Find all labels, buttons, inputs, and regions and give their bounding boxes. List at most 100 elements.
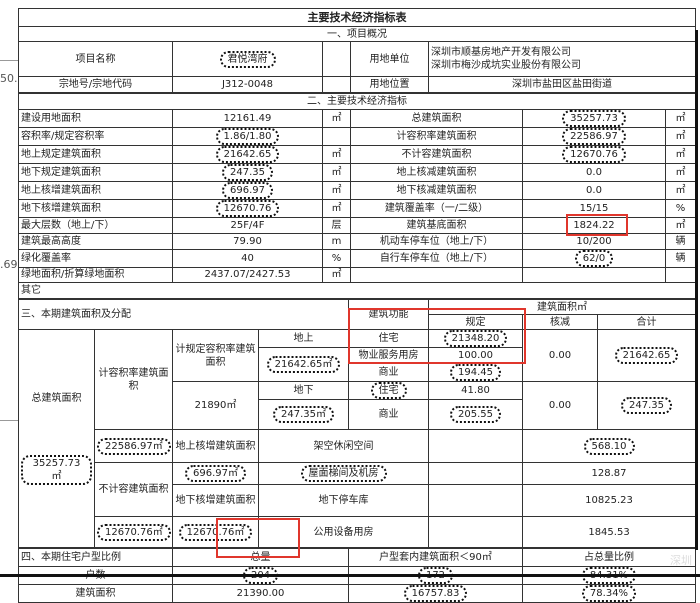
highlight-box xyxy=(348,308,526,364)
indicator-value: 12161.49 xyxy=(223,113,272,124)
total-area-label: 总建筑面积 xyxy=(31,393,82,405)
area-value: 21348.20 xyxy=(443,330,508,348)
developer: 深圳市顺基房地产开发有限公司 xyxy=(431,47,571,58)
nonfar-label: 不计容建筑面积 xyxy=(94,462,173,518)
unit: ㎡ xyxy=(675,113,686,124)
indicator-label: 绿化覆盖率 xyxy=(21,252,71,264)
unit: ㎡ xyxy=(331,269,342,281)
watermark: 深圳 xyxy=(670,554,692,567)
unit: ㎡ xyxy=(675,167,686,178)
row-label: 建筑面积 xyxy=(18,584,173,603)
location: 深圳市盐田区盐田街道 xyxy=(427,76,697,93)
plan-far-label: 计规定容积率建筑面积 xyxy=(172,329,259,383)
indicator-label: 地下核减建筑面积 xyxy=(396,185,477,196)
indicator-value: 21642.65 xyxy=(215,146,280,163)
indicator-value: 12670.76 xyxy=(562,146,626,163)
indicator-value: 12670.76 xyxy=(215,200,280,217)
below-label: 地下 xyxy=(258,381,349,401)
indicator-label: 地下规定建筑面积 xyxy=(21,167,101,178)
indicator-row: 绿地面积/折算绿地面积 2437.07/2427.53 ㎡ xyxy=(18,266,696,284)
unit: ㎡ xyxy=(675,131,686,142)
below-increase-value: 12670.76㎡ xyxy=(178,523,253,541)
column-header: 核减 xyxy=(522,314,598,331)
far-value: 22586.97㎡ xyxy=(97,437,171,455)
column-header: 合计 xyxy=(596,314,697,331)
label: 宗地号/宗地代码 xyxy=(18,76,173,93)
small-unit-area: 16757.83 xyxy=(403,585,468,603)
indicator-table: 主要技术经济指标表 一、项目概况 项目名称 君悦湾府 用地单位 深圳市顺基房地产… xyxy=(17,8,697,603)
item-value: 568.10 xyxy=(583,437,635,455)
indicator-label: 最大层数（地上/下） xyxy=(21,219,115,231)
indicator-label: 建筑基底面积 xyxy=(406,219,467,231)
indicator-label: 绿地面积/折算绿地面积 xyxy=(21,269,125,281)
area-total: 21390.00 xyxy=(172,584,349,603)
above-increase-label: 地上核增建筑面积 xyxy=(172,429,259,464)
other-label: 其它 xyxy=(18,282,696,300)
indicator-label: 地上规定建筑面积 xyxy=(21,149,101,160)
column-header: 户型套内建筑面积＜90㎡ xyxy=(348,548,523,568)
label: 用地位置 xyxy=(350,76,429,93)
project-name: 君悦湾府 xyxy=(219,50,276,68)
nonfar-value: 12670.76㎡ xyxy=(97,523,171,541)
indicator-value: 1.86/1.80 xyxy=(215,128,280,145)
area-value: 41.80 xyxy=(428,381,523,401)
indicator-value: 22586.97 xyxy=(562,128,626,145)
indicator-label: 计容积率建筑面积 xyxy=(396,131,477,142)
indicator-label: 总建筑面积 xyxy=(411,113,462,124)
indicator-value: 10/200 xyxy=(576,235,612,247)
function: 商业 xyxy=(348,363,429,383)
unit: 层 xyxy=(331,219,342,231)
unit: ㎡ xyxy=(331,149,342,160)
item-name: 地下停车库 xyxy=(258,484,429,518)
unit: ㎡ xyxy=(331,203,342,214)
below-value: 247.35㎡ xyxy=(273,406,334,424)
indicator-value: 35257.73 xyxy=(562,110,626,127)
item-name: 公用设备用房 xyxy=(258,516,429,549)
item-value: 128.87 xyxy=(521,462,697,486)
indicator-value: 1824.22 xyxy=(573,219,615,231)
indicators-table: 二、主要技术经济指标 建设用地面积 12161.49 ㎡ 总建筑面积 35257.73 ㎡… xyxy=(18,93,696,300)
section-heading: 二、主要技术经济指标 xyxy=(18,93,696,110)
indicator-label: 建设用地面积 xyxy=(21,113,81,124)
item-name: 架空休闲空间 xyxy=(258,429,429,464)
indicator-value: 0.0 xyxy=(586,185,602,196)
total-value: 21642.65 xyxy=(614,347,679,365)
above-increase-value: 696.97㎡ xyxy=(185,465,246,483)
indicator-row: 建设用地面积 12161.49 ㎡ 总建筑面积 35257.73 ㎡ xyxy=(18,109,696,128)
overview-table: 主要技术经济指标表 一、项目概况 项目名称 君悦湾府 用地单位 深圳市顺基房地产… xyxy=(17,8,697,93)
indicator-value: 696.97 xyxy=(222,182,273,199)
item-value: 1845.53 xyxy=(521,516,697,549)
unit: 辆 xyxy=(675,235,686,247)
indicator-value: 15/15 xyxy=(579,203,609,214)
drawing-label: .69 xyxy=(0,258,18,271)
indicator-value: 79.90 xyxy=(233,235,262,247)
area-value: 205.55 xyxy=(450,406,501,424)
indicator-label: 不计容建筑面积 xyxy=(401,149,472,160)
unit: ㎡ xyxy=(331,167,342,178)
total-area-value: 35257.73㎡ xyxy=(21,455,92,486)
border-line xyxy=(695,30,698,550)
drawing-line xyxy=(0,60,18,61)
area-ratio: 78.34% xyxy=(581,585,637,603)
unit: ㎡ xyxy=(331,185,342,196)
indicator-label: 建筑最高高度 xyxy=(21,235,81,247)
above-label: 地上 xyxy=(258,329,349,349)
drawing-label: 50. xyxy=(0,72,18,85)
above-value: 21642.65㎡ xyxy=(266,356,341,374)
indicator-value: 40 xyxy=(241,252,254,264)
indicator-label: 自行车停车位（地上/下） xyxy=(379,252,494,264)
unit: ㎡ xyxy=(331,113,342,124)
reduce-value: 0.00 xyxy=(522,381,598,431)
indicator-label: 地下核增建筑面积 xyxy=(21,203,101,214)
reduce-value: 0.00 xyxy=(522,329,598,383)
section-heading: 三、本期建筑面积及分配 xyxy=(18,299,349,331)
indicator-value: 25F/4F xyxy=(230,219,265,231)
unit: 辆 xyxy=(675,252,686,264)
indicator-value: 2437.07/2427.53 xyxy=(204,269,291,281)
unit: % xyxy=(675,203,686,214)
